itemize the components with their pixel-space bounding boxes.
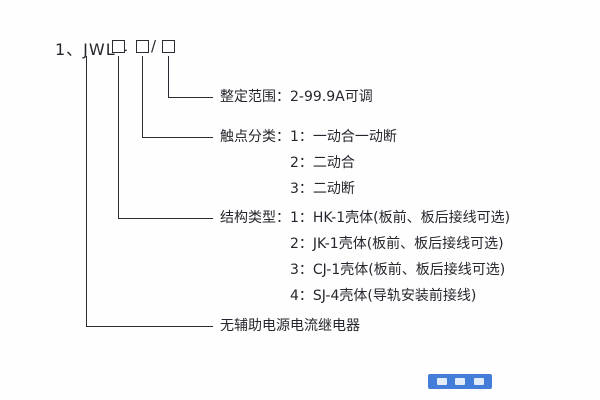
connector-vertical-structure: [118, 56, 119, 218]
label-product-name: 无辅助电源电流继电器: [220, 318, 360, 334]
label-structure-option-2: 2：JK-1壳体(板前、板后接线可选): [290, 236, 504, 252]
model-title: 1、JWL -: [55, 40, 129, 59]
watermark-logo: [428, 374, 492, 389]
connector-horizontal-contact: [142, 137, 213, 138]
connector-horizontal-structure: [118, 218, 213, 219]
connector-vertical-setting: [168, 56, 169, 97]
label-contact-option-3: 3：二动断: [290, 181, 355, 197]
model-box-setting: [162, 40, 175, 53]
watermark-glyph: [436, 378, 447, 385]
connector-vertical-product: [86, 56, 87, 326]
label-structure-type: 结构类型：1：HK-1壳体(板前、板后接线可选): [220, 210, 511, 226]
watermark-glyph: [473, 378, 484, 385]
label-contact-option-2: 2：二动合: [290, 155, 355, 171]
connector-vertical-contact: [142, 56, 143, 137]
label-structure-option-3: 3：CJ-1壳体(板前、板后接线可选): [290, 262, 506, 278]
label-structure-option-4: 4：SJ-4壳体(导轨安装前接线): [290, 288, 477, 304]
model-box-structure: [112, 40, 125, 53]
label-contact-class: 触点分类：1：一动合一动断: [220, 129, 397, 145]
model-box-contact: [136, 40, 149, 53]
connector-horizontal-setting: [168, 97, 213, 98]
model-slash: /: [151, 37, 157, 55]
watermark-glyph: [455, 378, 465, 385]
connector-horizontal-product: [86, 326, 213, 327]
label-setting-range: 整定范围：2-99.9A可调: [220, 89, 373, 105]
